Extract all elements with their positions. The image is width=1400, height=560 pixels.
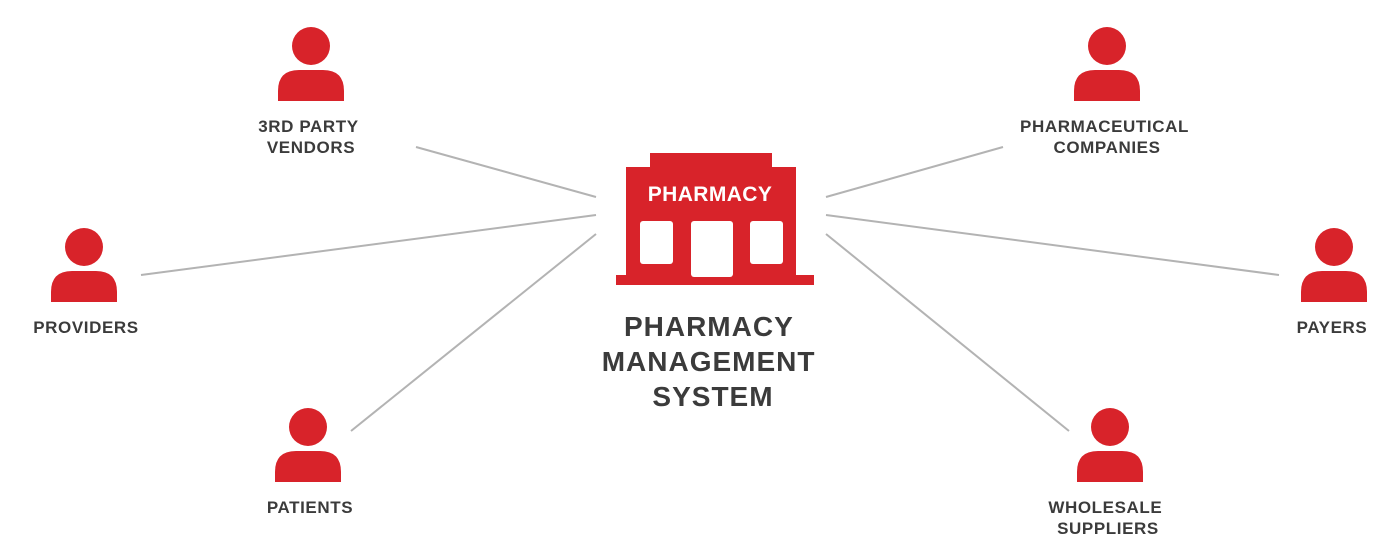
connector-pharmaceutical-companies (825, 146, 1004, 198)
person-icon (1301, 228, 1367, 302)
center-title: PHARMACY MANAGEMENT SYSTEM (602, 311, 825, 412)
label-line: PAYERS (1297, 318, 1368, 337)
stakeholder-label: PROVIDERS (33, 318, 139, 337)
stakeholder-label: 3RD PARTY VENDORS (258, 117, 364, 157)
stakeholder-label: WHOLESALE SUPPLIERS (1048, 498, 1167, 538)
stakeholder-label: PAYERS (1297, 318, 1368, 337)
label-line: VENDORS (267, 138, 355, 157)
person-icon (278, 27, 344, 101)
person-icon (1074, 27, 1140, 101)
connectors (140, 146, 1280, 432)
store-window-right (750, 221, 783, 264)
stakeholder-pharmaceutical-companies: PHARMACEUTICAL COMPANIES (1020, 27, 1194, 157)
stakeholder-third-party-vendors: 3RD PARTY VENDORS (258, 27, 364, 157)
stakeholder-wholesale-suppliers: WHOLESALE SUPPLIERS (1048, 408, 1167, 538)
pharmacy-node: PHARMACY PHARMACY MANAGEMENT SYSTEM (602, 153, 825, 412)
connector-wholesale-suppliers (825, 233, 1070, 432)
connector-payers (825, 214, 1280, 276)
center-title-line-2: MANAGEMENT (602, 346, 816, 377)
label-line: WHOLESALE (1048, 498, 1162, 517)
stakeholder-label: PHARMACEUTICAL COMPANIES (1020, 117, 1194, 157)
center-title-line-3: SYSTEM (652, 381, 773, 412)
center-title-line-1: PHARMACY (624, 311, 793, 342)
stakeholder-providers: PROVIDERS (33, 228, 139, 337)
label-line: 3RD PARTY (258, 117, 359, 136)
stakeholder-patients: PATIENTS (267, 408, 353, 517)
storefront-icon: PHARMACY (616, 153, 814, 285)
label-line: PROVIDERS (33, 318, 139, 337)
stakeholder-payers: PAYERS (1297, 228, 1368, 337)
connector-providers (140, 214, 597, 276)
label-line: COMPANIES (1053, 138, 1160, 157)
store-window-left (640, 221, 673, 264)
label-line: PATIENTS (267, 498, 353, 517)
connector-patients (350, 233, 597, 432)
store-door (691, 221, 733, 277)
label-line: PHARMACEUTICAL (1020, 117, 1189, 136)
store-sign-text: PHARMACY (648, 183, 773, 206)
person-icon (1077, 408, 1143, 482)
person-icon (275, 408, 341, 482)
person-icon (51, 228, 117, 302)
label-line: SUPPLIERS (1057, 519, 1159, 538)
connector-third-party-vendors (415, 146, 597, 198)
stakeholder-label: PATIENTS (267, 498, 353, 517)
